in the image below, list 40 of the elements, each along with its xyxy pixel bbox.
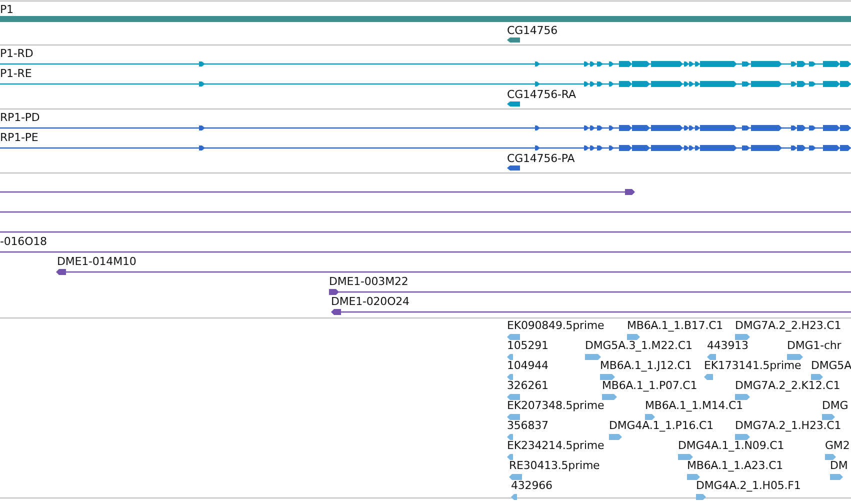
feature-label: DMG (822, 399, 848, 412)
feature-label: EK090849.5prime (507, 319, 604, 332)
feature-label: DMG7A.2_1.H23.C1 (735, 419, 842, 432)
feature-label: DME1-003M22 (329, 275, 408, 288)
feature-label: MB6A.1_1.M14.C1 (645, 399, 744, 412)
feature-label: EK207348.5prime (507, 399, 604, 412)
feature-label: P1-RD (0, 47, 34, 60)
feature-label: 104944 (507, 359, 548, 372)
feature-label: RP1-PD (0, 111, 40, 124)
feature-label: MB6A.1_1.A23.C1 (687, 459, 784, 472)
feature-label: DME1-014M10 (57, 255, 136, 268)
feature-label: DMG5A (811, 359, 851, 372)
feature-label: 443913 (707, 339, 748, 352)
feature-label: DMG4A.1_1.P16.C1 (609, 419, 714, 432)
feature-label: MB6A.1_1.J12.C1 (600, 359, 692, 372)
feature-label: CG14756 (507, 24, 558, 37)
feature-label: DME1-020O24 (331, 295, 410, 308)
feature-label: DMG7A.2_2.H23.C1 (735, 319, 842, 332)
feature-label: MB6A.1_1.P07.C1 (602, 379, 698, 392)
feature-label: CG14756-PA (507, 152, 575, 165)
feature-label: 432966 (511, 479, 552, 492)
feature-label: DMG4A.1_1.N09.C1 (678, 439, 784, 452)
feature-label: EK234214.5prime (507, 439, 604, 452)
feature-label: EK173141.5prime (704, 359, 802, 372)
feature-label: -016O18 (0, 235, 47, 248)
feature-label: RP1-PE (0, 131, 38, 144)
feature-label: RE30413.5prime (509, 459, 600, 472)
feature-label: DMG5A.3_1.M22.C1 (585, 339, 692, 352)
feature-label: P1-RE (0, 67, 32, 80)
feature-label: CG14756-RA (507, 88, 576, 101)
feature-label: DM (830, 459, 848, 472)
feature-label: DMG1-chr (787, 339, 842, 352)
feature-label: MB6A.1_1.B17.C1 (627, 319, 724, 332)
feature-label: DMG4A.2_1.H05.F1 (696, 479, 801, 492)
feature-label: DMG7A.2_2.K12.C1 (735, 379, 840, 392)
feature-label: 356837 (507, 419, 548, 432)
feature-label: GM2 (825, 439, 850, 452)
feature-label: 326261 (507, 379, 548, 392)
feature-label: P1 (0, 3, 14, 16)
feature-label: 105291 (507, 339, 548, 352)
